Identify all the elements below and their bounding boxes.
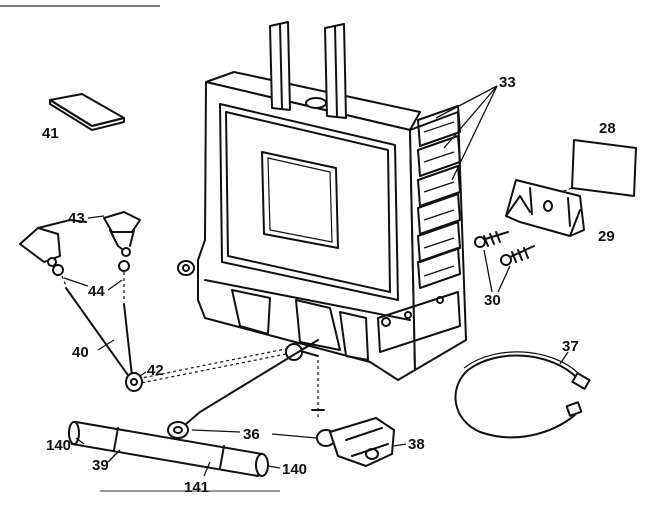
label-141: 141 <box>184 479 209 496</box>
label-44: 44 <box>88 283 105 300</box>
label-29: 29 <box>598 228 615 245</box>
part-29-bracket <box>505 179 585 237</box>
part-41-pad <box>49 93 125 131</box>
part-42-pulley <box>125 371 147 392</box>
part-37-cord <box>454 351 591 439</box>
leader-33 <box>435 85 498 181</box>
upright-posts <box>269 21 347 119</box>
part-44-snaps <box>52 260 130 300</box>
part-40-cable <box>65 287 297 385</box>
label-28: 28 <box>599 120 616 137</box>
label-43: 43 <box>68 210 85 227</box>
part-43-left-grip <box>19 219 87 267</box>
label-39: 39 <box>92 457 109 474</box>
label-42: 42 <box>147 362 164 379</box>
main-housing <box>177 71 467 381</box>
label-37: 37 <box>562 338 579 355</box>
label-140-left: 140 <box>46 437 71 454</box>
part-38-clamp <box>329 417 407 467</box>
label-30: 30 <box>484 292 501 309</box>
label-40: 40 <box>72 344 89 361</box>
label-36: 36 <box>243 426 260 443</box>
part-30-screws <box>474 231 535 293</box>
part-43-leaders <box>87 215 105 219</box>
label-140-right: 140 <box>282 461 307 478</box>
part-43-right-grip <box>103 211 141 257</box>
label-38: 38 <box>408 436 425 453</box>
label-33: 33 <box>499 74 516 91</box>
label-41: 41 <box>42 125 59 142</box>
part-39-bar <box>68 421 281 477</box>
part-labels: 28 29 30 33 36 37 38 39 40 41 42 43 44 1… <box>42 74 616 496</box>
part-28-plate <box>549 139 637 197</box>
